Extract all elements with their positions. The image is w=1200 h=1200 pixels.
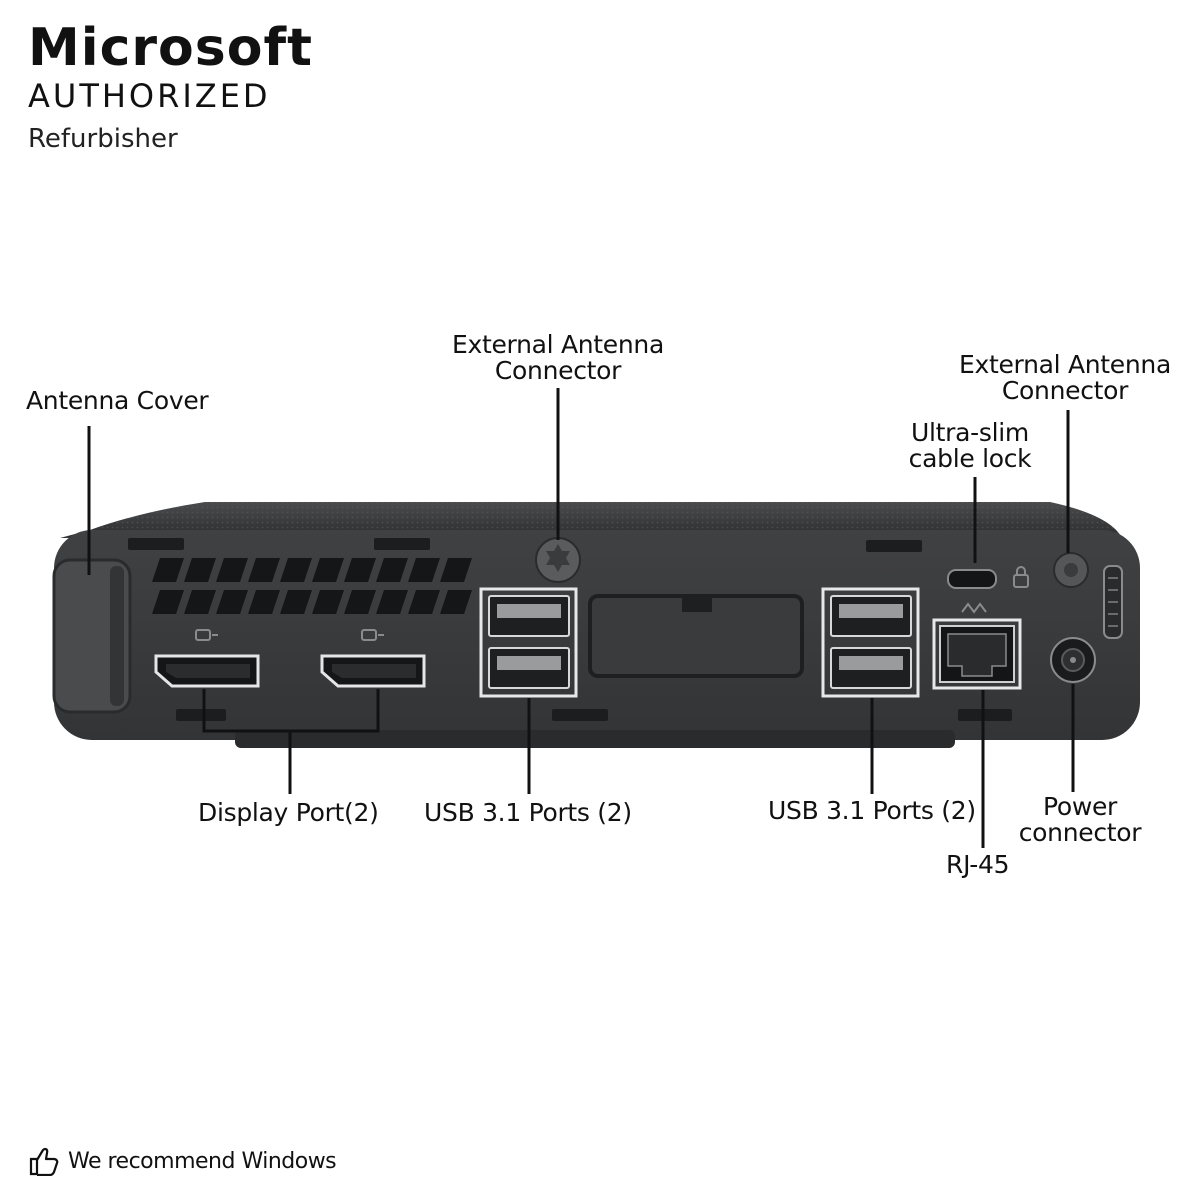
antenna-connector-center <box>535 537 581 583</box>
usb-group-right <box>821 587 920 698</box>
vent-slot <box>408 558 440 582</box>
side-vent <box>1103 565 1123 639</box>
label-antenna-cover: Antenna Cover <box>26 386 209 415</box>
label-rj45: RJ-45 <box>946 850 1010 879</box>
vent-slot <box>312 590 344 614</box>
brand-logo: Microsoft AUTHORIZED Refurbisher <box>28 22 313 152</box>
rj45-port <box>932 618 1022 690</box>
padlock-icon <box>1013 566 1029 588</box>
vent-slot <box>440 558 472 582</box>
vent-slot <box>216 590 248 614</box>
vent-slot <box>248 558 280 582</box>
callout-lines <box>87 388 1075 848</box>
label-usb-left: USB 3.1 Ports (2) <box>424 798 632 827</box>
label-cable-lock: Ultra-slim cable lock <box>908 418 1032 473</box>
cable-lock-slot <box>947 569 997 589</box>
bottom-slot <box>958 709 1012 721</box>
power-connector-port <box>1050 637 1096 683</box>
display-port-2 <box>320 654 426 688</box>
vent-slot <box>184 558 216 582</box>
label-usb-right: USB 3.1 Ports (2) <box>768 796 976 825</box>
vent-slot <box>376 590 408 614</box>
blank-panel <box>588 594 804 678</box>
vent-slot <box>280 558 312 582</box>
vent-slot <box>344 558 376 582</box>
vent-slot <box>216 558 248 582</box>
thumbs-up-icon <box>29 1147 59 1176</box>
vent-slot <box>440 590 472 614</box>
top-slot <box>866 540 922 552</box>
label-display-port: Display Port(2) <box>198 798 379 827</box>
vent-slot <box>184 590 216 614</box>
vent-grille <box>152 558 472 614</box>
displayport-icon <box>361 629 384 641</box>
top-slot <box>374 538 430 550</box>
brand-microsoft: Microsoft <box>28 18 313 78</box>
vent-slot <box>152 558 184 582</box>
brand-refurbisher: Refurbisher <box>28 124 178 154</box>
vent-slot <box>408 590 440 614</box>
label-ext-antenna-right: External Antenna Connector <box>958 350 1171 405</box>
callout-display-port <box>202 689 380 794</box>
brand-authorized: AUTHORIZED <box>28 77 271 115</box>
label-ext-antenna-center: External Antenna Connector <box>451 330 664 385</box>
bottom-slot <box>176 709 226 721</box>
vent-slot <box>312 558 344 582</box>
top-slot <box>128 538 184 550</box>
vent-slot <box>344 590 376 614</box>
bottom-slot <box>552 709 608 721</box>
chassis-top <box>60 502 1122 538</box>
antenna-connector-right <box>1053 552 1089 588</box>
footer-text: We recommend Windows <box>68 1148 337 1174</box>
label-power-connector: Power connector <box>1018 792 1142 847</box>
display-port-1 <box>154 654 260 688</box>
vent-slot <box>248 590 280 614</box>
network-icon <box>961 602 987 614</box>
vent-slot <box>376 558 408 582</box>
displayport-icon <box>195 629 218 641</box>
vent-slot <box>152 590 184 614</box>
chassis-bottom-foot <box>235 730 955 748</box>
usb-group-left <box>479 587 578 698</box>
vent-slot <box>280 590 312 614</box>
footer-recommend: We recommend Windows <box>28 1146 337 1176</box>
